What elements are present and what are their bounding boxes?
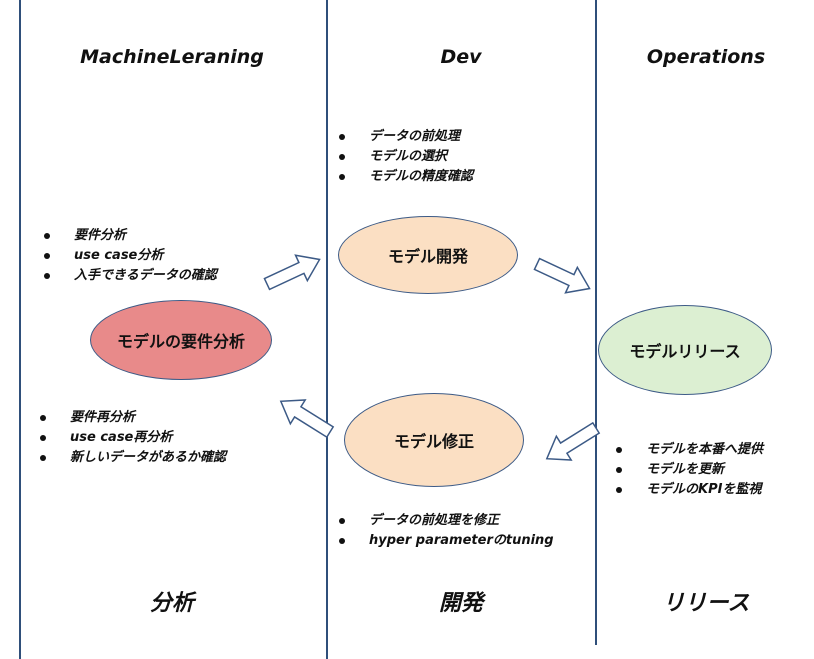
list-item: 要件分析 xyxy=(40,226,270,246)
arrow-fix-to-requirements xyxy=(279,399,335,439)
lane-divider-left xyxy=(19,0,21,659)
node-fix: モデル修正 xyxy=(344,393,524,487)
list-item: モデルを更新 xyxy=(612,460,812,480)
list-item: use case再分析 xyxy=(36,428,321,448)
notes-dev-bottom: データの前処理を修正 hyper parameterのtuning xyxy=(335,511,590,551)
list-item: モデルを本番へ提供 xyxy=(612,440,812,460)
node-development: モデル開発 xyxy=(338,216,518,294)
list-item: モデルのKPIを監視 xyxy=(612,480,812,500)
node-label: モデルリリース xyxy=(629,342,741,361)
notes-ml-bottom: 要件再分析 use case再分析 新しいデータがあるか確認 xyxy=(36,408,321,468)
list-item: 新しいデータがあるか確認 xyxy=(36,448,321,468)
list-item: use case分析 xyxy=(40,246,270,266)
column-footer-dev: 開発 xyxy=(438,591,483,616)
list-item: モデルの選択 xyxy=(335,147,590,167)
column-footer-ops: リリース xyxy=(662,591,750,616)
arrow-release-to-fix xyxy=(545,421,601,461)
notes-ml-top: 要件分析 use case分析 入手できるデータの確認 xyxy=(40,226,270,286)
node-label: モデル開発 xyxy=(387,247,468,266)
column-footer-ml: 分析 xyxy=(149,591,194,616)
node-release: モデルリリース xyxy=(598,305,772,395)
lane-divider-middle xyxy=(326,0,328,659)
node-label: モデル修正 xyxy=(393,432,474,451)
notes-dev-top: データの前処理 モデルの選択 モデルの精度確認 xyxy=(335,127,590,187)
list-item: hyper parameterのtuning xyxy=(335,531,590,551)
arrow-dev-to-release xyxy=(533,257,591,294)
node-label: モデルの要件分析 xyxy=(116,332,245,351)
node-requirements: モデルの要件分析 xyxy=(90,300,272,380)
list-item: データの前処理を修正 xyxy=(335,511,590,531)
column-header-ops: Operations xyxy=(646,46,766,68)
list-item: データの前処理 xyxy=(335,127,590,147)
notes-ops: モデルを本番へ提供 モデルを更新 モデルのKPIを監視 xyxy=(612,440,812,500)
list-item: 要件再分析 xyxy=(36,408,321,428)
list-item: モデルの精度確認 xyxy=(335,167,590,187)
list-item: 入手できるデータの確認 xyxy=(40,266,254,286)
arrow-requirements-to-dev xyxy=(263,254,321,291)
lane-divider-right xyxy=(595,0,597,645)
column-header-dev: Dev xyxy=(440,46,482,68)
column-header-ml: MachineLeraning xyxy=(80,46,264,68)
